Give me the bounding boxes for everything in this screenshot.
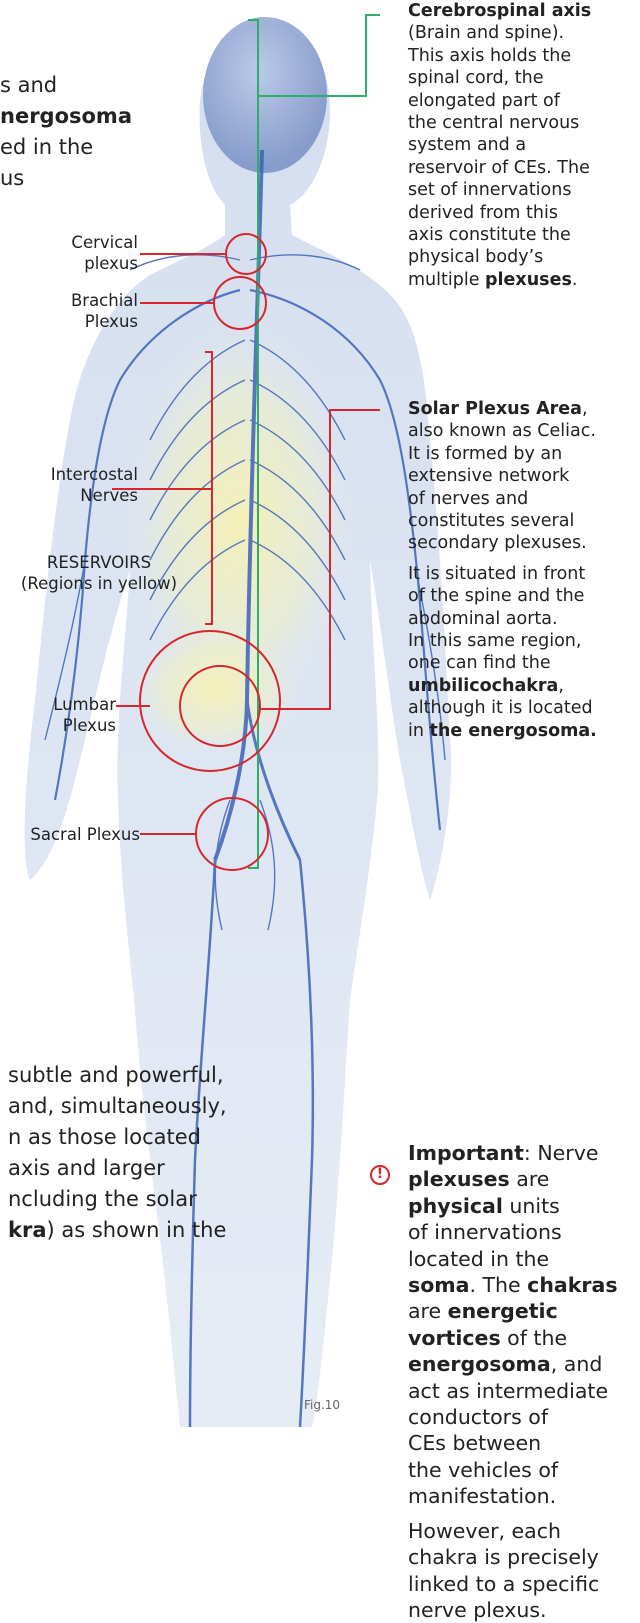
- desc-line: umbilicochakra,: [408, 675, 640, 697]
- solar-title-post: ,: [582, 399, 588, 419]
- desc-bold: the energosoma.: [430, 721, 597, 741]
- desc-bold: umbilicochakra: [408, 676, 558, 696]
- spacer: [408, 555, 640, 563]
- desc-line: multiple plexuses.: [408, 269, 640, 291]
- cerebrospinal-description: Cerebrospinal axis (Brain and spine). Th…: [408, 0, 640, 291]
- bottom-line: subtle and powerful,: [8, 1060, 224, 1091]
- desc-bold: soma: [408, 1273, 469, 1297]
- desc-text: are: [510, 1167, 550, 1191]
- desc-text: . The: [469, 1273, 527, 1297]
- label-line: (Regions in yellow): [4, 573, 194, 594]
- desc-line: of innervations: [408, 1219, 640, 1245]
- desc-bold: vortices: [408, 1326, 501, 1350]
- label-sacral-plexus: Sacral Plexus: [0, 824, 140, 845]
- desc-line: In this same region,: [408, 630, 640, 652]
- desc-line: elongated part of: [408, 90, 640, 112]
- intro-line: ed in the: [0, 132, 93, 163]
- label-line: Plexus: [40, 311, 138, 332]
- label-lumbar-plexus: Lumbar Plexus: [30, 694, 116, 736]
- important-title: Important: [408, 1141, 524, 1165]
- desc-line: reservoir of CEs. The: [408, 157, 640, 179]
- bottom-line: ncluding the solar: [8, 1184, 197, 1215]
- figure-caption: Fig.10: [304, 1398, 340, 1412]
- desc-text: units: [503, 1194, 560, 1218]
- intro-line: s and: [0, 70, 57, 101]
- desc-bold: physical: [408, 1194, 503, 1218]
- desc-line: spinal cord, the: [408, 67, 640, 89]
- desc-text: of the: [501, 1326, 567, 1350]
- desc-text: multiple: [408, 270, 485, 290]
- desc-line: constitutes several: [408, 510, 640, 532]
- cerebrospinal-title: Cerebrospinal axis: [408, 1, 591, 21]
- desc-line: extensive network: [408, 465, 640, 487]
- desc-line: It is formed by an: [408, 443, 640, 465]
- desc-line: (Brain and spine).: [408, 22, 640, 44]
- desc-text: .: [572, 270, 578, 290]
- desc-bold: plexuses: [408, 1167, 510, 1191]
- label-intercostal-nerves: Intercostal Nerves: [10, 464, 138, 506]
- desc-bold: energosoma: [408, 1352, 551, 1376]
- desc-line: manifestation.: [408, 1483, 640, 1509]
- bottom-bold: kra: [8, 1218, 47, 1242]
- desc-line: CEs between: [408, 1430, 640, 1456]
- intro-line: us: [0, 163, 24, 194]
- bottom-line: axis and larger: [8, 1153, 165, 1184]
- solar-title: Solar Plexus Area: [408, 399, 582, 419]
- desc-line: the vehicles of: [408, 1457, 640, 1483]
- bottom-rest: ) as shown in the: [47, 1218, 227, 1242]
- desc-line: one can find the: [408, 652, 640, 674]
- desc-line: act as intermediate: [408, 1378, 640, 1404]
- spacer: [408, 1510, 640, 1518]
- desc-text: are: [408, 1299, 448, 1323]
- desc-line: of the spine and the: [408, 585, 640, 607]
- desc-line: located in the: [408, 1246, 640, 1272]
- bottom-line: and, simultaneously,: [8, 1091, 227, 1122]
- desc-line: of nerves and: [408, 488, 640, 510]
- label-line: Lumbar: [30, 694, 116, 715]
- desc-line: This axis holds the: [408, 45, 640, 67]
- desc-line: linked to a specific: [408, 1571, 640, 1597]
- label-cervical-plexus: Cervical plexus: [40, 232, 138, 274]
- label-reservoirs: RESERVOIRS (Regions in yellow): [4, 552, 194, 594]
- label-line: plexus: [40, 253, 138, 274]
- desc-bold: energetic: [448, 1299, 558, 1323]
- desc-line: nerve plexus.: [408, 1597, 640, 1623]
- important-note: Important: Nerve plexuses are physical u…: [408, 1140, 640, 1623]
- intro-line: nergosoma: [0, 101, 132, 132]
- desc-line: soma. The chakras: [408, 1272, 640, 1298]
- desc-line: also known as Celiac.: [408, 420, 640, 442]
- label-line: RESERVOIRS: [4, 552, 194, 573]
- label-line: Plexus: [30, 715, 116, 736]
- desc-line: It is situated in front: [408, 563, 640, 585]
- desc-text: : Nerve: [524, 1141, 599, 1165]
- desc-bold: plexuses: [485, 270, 572, 290]
- page: s and nergosoma ed in the us Cervical pl…: [0, 0, 640, 1427]
- bottom-line: n as those located: [8, 1122, 201, 1153]
- desc-line: physical body’s: [408, 246, 640, 268]
- label-brachial-plexus: Brachial Plexus: [40, 290, 138, 332]
- warning-icon: !: [370, 1165, 390, 1185]
- label-line: Cervical: [40, 232, 138, 253]
- label-line: Brachial: [40, 290, 138, 311]
- desc-line: axis constitute the: [408, 224, 640, 246]
- label-line: Intercostal: [10, 464, 138, 485]
- desc-line: in the energosoma.: [408, 720, 640, 742]
- desc-bold: chakras: [527, 1273, 617, 1297]
- label-line: Nerves: [10, 485, 138, 506]
- desc-line: derived from this: [408, 202, 640, 224]
- desc-text: , and: [551, 1352, 603, 1376]
- desc-line: although it is located: [408, 697, 640, 719]
- bottom-line: kra) as shown in the: [8, 1215, 226, 1246]
- desc-line: chakra is precisely: [408, 1544, 640, 1570]
- desc-text: in: [408, 721, 430, 741]
- desc-line: secondary plexuses.: [408, 532, 640, 554]
- solar-plexus-description: Solar Plexus Area, also known as Celiac.…: [408, 398, 640, 742]
- desc-line: set of innervations: [408, 179, 640, 201]
- desc-line: abdominal aorta.: [408, 608, 640, 630]
- desc-line: system and a: [408, 134, 640, 156]
- desc-line: the central nervous: [408, 112, 640, 134]
- desc-text: ,: [558, 676, 564, 696]
- desc-line: However, each: [408, 1518, 640, 1544]
